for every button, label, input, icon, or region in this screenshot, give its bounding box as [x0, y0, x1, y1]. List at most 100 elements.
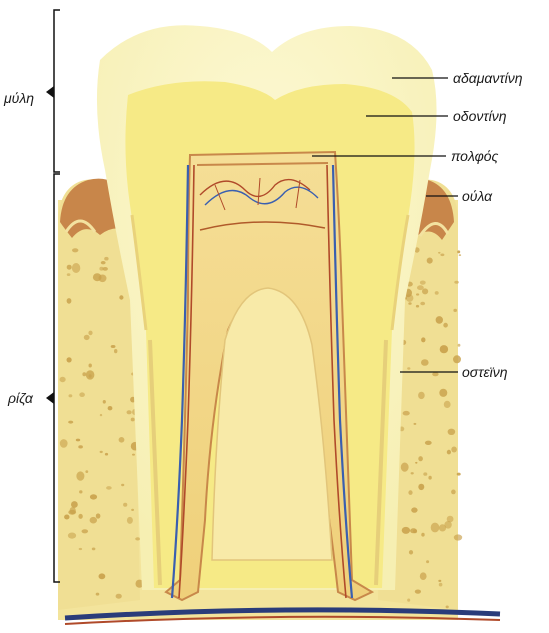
bone-spot: [127, 410, 132, 414]
bone-spot: [108, 406, 113, 410]
bone-spot: [79, 548, 82, 550]
bone-spot: [457, 473, 461, 476]
bone-spot: [416, 293, 419, 295]
bone-spot: [72, 263, 80, 273]
bone-spot: [444, 401, 451, 408]
bone-spot: [70, 507, 76, 514]
bone-spot: [71, 501, 78, 508]
bone-spot: [104, 257, 108, 261]
bone-spot: [418, 456, 423, 461]
bone-spot: [131, 418, 135, 422]
bone-spot: [439, 524, 446, 531]
bone-spot: [127, 517, 133, 524]
bone-spot: [443, 323, 448, 328]
bone-spot: [435, 291, 439, 295]
bone-spot: [436, 316, 443, 324]
bone-spot: [100, 414, 102, 416]
bone-spot: [440, 254, 444, 257]
bone-spot: [68, 421, 73, 424]
bone-spot: [454, 281, 459, 284]
bone-spot: [86, 370, 95, 379]
bone-spot: [106, 486, 112, 490]
bone-spot: [123, 503, 127, 507]
bone-spot: [67, 273, 71, 276]
bone-spot: [76, 471, 84, 480]
bone-spot: [446, 606, 449, 609]
bone-spot: [90, 494, 97, 499]
bone-spot: [89, 364, 92, 368]
bone-spot: [85, 470, 88, 473]
bone-spot: [60, 377, 66, 382]
bone-spot: [439, 583, 443, 587]
bone-spot: [72, 248, 78, 252]
bone-spot: [407, 367, 410, 369]
bone-spot: [459, 254, 462, 256]
label-enamel: αδαμαντίνη: [453, 70, 523, 86]
bone-spot: [408, 302, 411, 305]
bone-spot: [422, 288, 428, 294]
bone-spot: [425, 441, 432, 445]
bone-spot: [60, 439, 68, 448]
bone-spot: [418, 392, 425, 399]
bone-spot: [453, 309, 457, 312]
bone-spot: [428, 476, 431, 480]
bone-spot: [114, 349, 117, 353]
bone-spot: [111, 345, 116, 348]
bone-spot: [88, 331, 92, 336]
bone-spot: [421, 533, 424, 537]
bone-spot: [90, 517, 97, 524]
bone-spot: [431, 523, 440, 533]
bone-spot: [416, 305, 419, 308]
bone-spot: [96, 513, 101, 518]
bone-spot: [423, 472, 427, 475]
bone-spot: [101, 261, 106, 264]
bone-spot: [78, 445, 83, 448]
bone-spot: [406, 294, 414, 302]
bone-spot: [64, 515, 69, 520]
bone-spot: [116, 594, 122, 599]
bone-spot: [448, 429, 456, 435]
bone-spot: [76, 439, 80, 442]
bone-spot: [411, 507, 417, 512]
bone-spot: [432, 372, 438, 376]
label-cementum: οστεϊνη: [462, 364, 508, 380]
bone-spot: [440, 345, 448, 353]
bone-spot: [420, 302, 425, 306]
bone-spot: [439, 389, 447, 397]
label-root: ρίζα: [7, 390, 34, 406]
bone-spot: [401, 463, 409, 472]
bone-spot: [67, 298, 72, 304]
bone-spot: [421, 337, 425, 342]
bone-spot: [403, 411, 410, 416]
bone-spot: [407, 599, 410, 602]
label-dentin: οδοντίνη: [453, 108, 507, 124]
bone-spot: [402, 527, 410, 534]
bone-spot: [103, 267, 108, 271]
bone-spot: [438, 580, 441, 582]
label-pulp: πολφός: [451, 148, 499, 164]
bone-spot: [421, 359, 429, 366]
bone-spot: [99, 573, 106, 579]
bone-spot: [78, 514, 82, 519]
bone-spot: [131, 509, 134, 511]
bone-spot: [453, 355, 461, 363]
bone-spot: [96, 593, 100, 596]
bone-spot: [100, 451, 103, 453]
label-crown: μύλη: [3, 90, 34, 106]
bone-spot: [68, 533, 76, 539]
bone-spot: [414, 423, 417, 425]
bone-spot: [82, 529, 89, 533]
bone-spot: [451, 490, 456, 495]
bone-spot: [103, 400, 106, 404]
bone-spot: [426, 560, 429, 563]
bone-spot: [135, 537, 140, 540]
bone-spot: [420, 572, 427, 580]
bone-spot: [447, 450, 451, 455]
bone-spot: [121, 484, 124, 486]
bone-spot: [438, 252, 441, 254]
bone-spot: [79, 490, 82, 493]
bone-spot: [415, 462, 417, 464]
bone-spot: [418, 484, 424, 490]
bone-spot: [415, 590, 421, 594]
